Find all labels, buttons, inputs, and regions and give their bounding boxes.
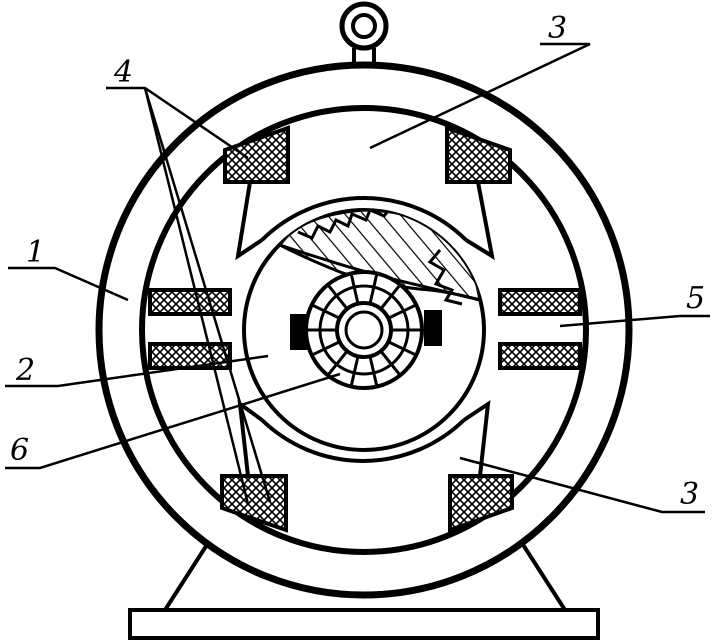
main-pole-top-right	[445, 125, 512, 261]
commutator-segment	[326, 283, 349, 310]
commutator-segment	[379, 283, 402, 310]
commutator-segment	[387, 340, 417, 357]
main-pole-top-left	[223, 125, 290, 261]
base	[128, 538, 600, 640]
commutator	[304, 270, 424, 390]
commutator-segment	[387, 303, 417, 320]
label-commutator: 6	[10, 433, 29, 468]
label-field-winding: 4	[113, 55, 133, 90]
pole-shoe-arcs	[260, 196, 468, 463]
commutator-segment	[368, 273, 379, 305]
label-armature: 2	[15, 353, 35, 388]
commutator-segment	[368, 355, 379, 387]
label-interpole: 5	[686, 281, 705, 316]
leader-lines	[5, 42, 710, 514]
label-pole-top: 3	[548, 11, 567, 46]
label-frame: 1	[26, 235, 45, 270]
commutator-segment	[349, 355, 360, 387]
commutator-segment	[311, 303, 341, 320]
interpole-right	[498, 288, 582, 370]
brushes	[290, 310, 442, 350]
main-pole-bottom-right	[448, 399, 514, 533]
commutator-segment	[326, 350, 349, 377]
label-pole-bottom: 3	[680, 477, 699, 512]
commutator-segment	[311, 340, 341, 357]
commutator-segment	[349, 273, 360, 305]
commutator-segment	[379, 350, 402, 377]
